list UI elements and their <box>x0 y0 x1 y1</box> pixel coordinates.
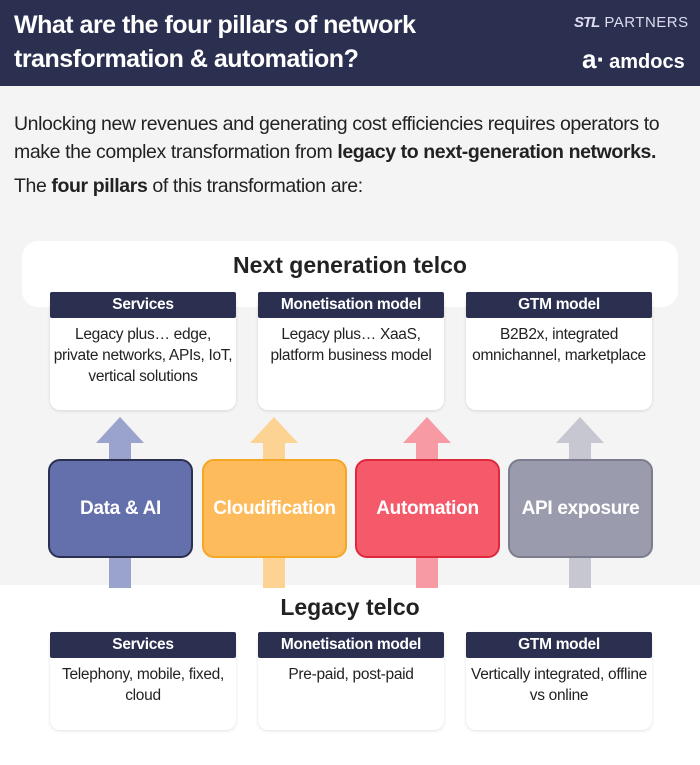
card-body: Legacy plus… XaaS, platform business mod… <box>270 326 432 364</box>
card-body: Vertically integrated, offline vs online <box>471 666 647 704</box>
card-body: B2B2x, integrated omnichannel, marketpla… <box>472 326 646 364</box>
pillar-api-exposure: API exposure <box>508 459 653 558</box>
intro-section: Unlocking new revenues and generating co… <box>14 110 694 200</box>
pillar-cloudification: Cloudification <box>202 459 347 558</box>
pillars-intro: The four pillars of this transformation … <box>14 175 363 197</box>
pillar-data-ai: Data & AI <box>48 459 193 558</box>
card-header: GTM model <box>466 632 652 658</box>
header-banner: What are the four pillars of network tra… <box>0 0 700 86</box>
card-body: Telephony, mobile, fixed, cloud <box>62 666 224 704</box>
intro-text: Unlocking new revenues and generating co… <box>14 113 660 163</box>
pillar-automation: Automation <box>355 459 500 558</box>
page-title: What are the four pillars of network tra… <box>14 11 416 73</box>
card-header: Services <box>50 292 236 318</box>
card-body: Legacy plus… edge, private networks, API… <box>53 326 233 385</box>
card-header: Monetisation model <box>258 292 444 318</box>
amdocs-logo: a·amdocs <box>582 44 685 74</box>
next-gen-title: Next generation telco <box>233 252 467 278</box>
card-header: Monetisation model <box>258 632 444 658</box>
card-header: Services <box>50 632 236 658</box>
card-header: GTM model <box>466 292 652 318</box>
legacy-title: Legacy telco <box>280 594 420 620</box>
card-body: Pre-paid, post-paid <box>288 666 414 683</box>
